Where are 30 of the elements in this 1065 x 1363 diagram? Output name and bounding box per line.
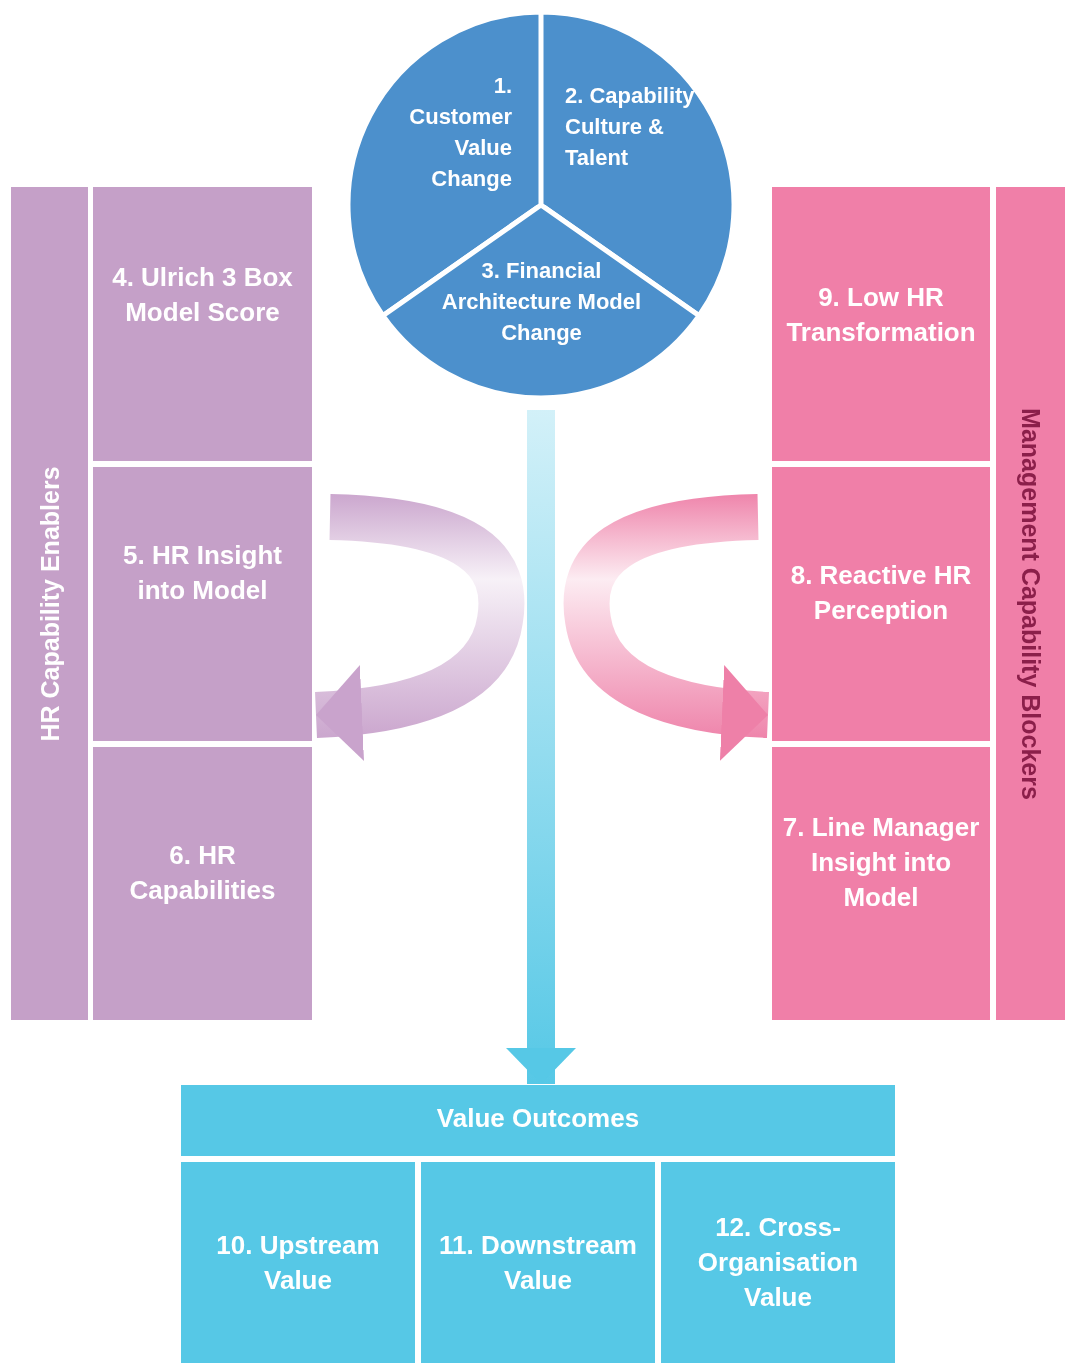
sector-label: 2. Capability Culture & Talent xyxy=(565,82,696,172)
header-label: Value Outcomes xyxy=(435,1102,641,1135)
header-bar xyxy=(181,1085,895,1156)
category-box xyxy=(93,187,312,461)
sector-label: 3. Financial Architecture Model Change xyxy=(440,257,643,347)
box-label: 11. Downstream Value xyxy=(438,1229,638,1297)
category-box xyxy=(772,467,990,741)
side-band xyxy=(11,187,88,1020)
band-label: HR Capability Enablers xyxy=(34,465,65,742)
category-box xyxy=(772,187,990,461)
box-label: 6. HR Capabilities xyxy=(128,839,277,907)
arrow xyxy=(506,410,576,1084)
box-label: 10. Upstream Value xyxy=(215,1229,381,1297)
sector-label: 1. Customer Value Change xyxy=(408,72,512,193)
box-label: 8. Reactive HR Perception xyxy=(789,559,973,627)
box-label: 5. HR Insight into Model xyxy=(122,539,283,607)
category-box xyxy=(772,747,990,1020)
box-label: 7. Line Manager Insight into Model xyxy=(781,811,981,914)
category-box xyxy=(93,467,312,741)
category-box xyxy=(421,1162,655,1363)
band-label: Management Capability Blockers xyxy=(1016,407,1046,800)
box-label: 12. Cross-Organisation Value xyxy=(696,1211,860,1314)
box-label: 4. Ulrich 3 Box Model Score xyxy=(111,261,294,329)
arrow xyxy=(314,494,525,761)
arrow xyxy=(563,494,770,760)
side-band xyxy=(996,187,1065,1020)
category-box xyxy=(181,1162,415,1363)
category-box xyxy=(661,1162,895,1363)
box-label: 9. Low HR Transformation xyxy=(785,281,977,349)
category-box xyxy=(93,747,312,1020)
